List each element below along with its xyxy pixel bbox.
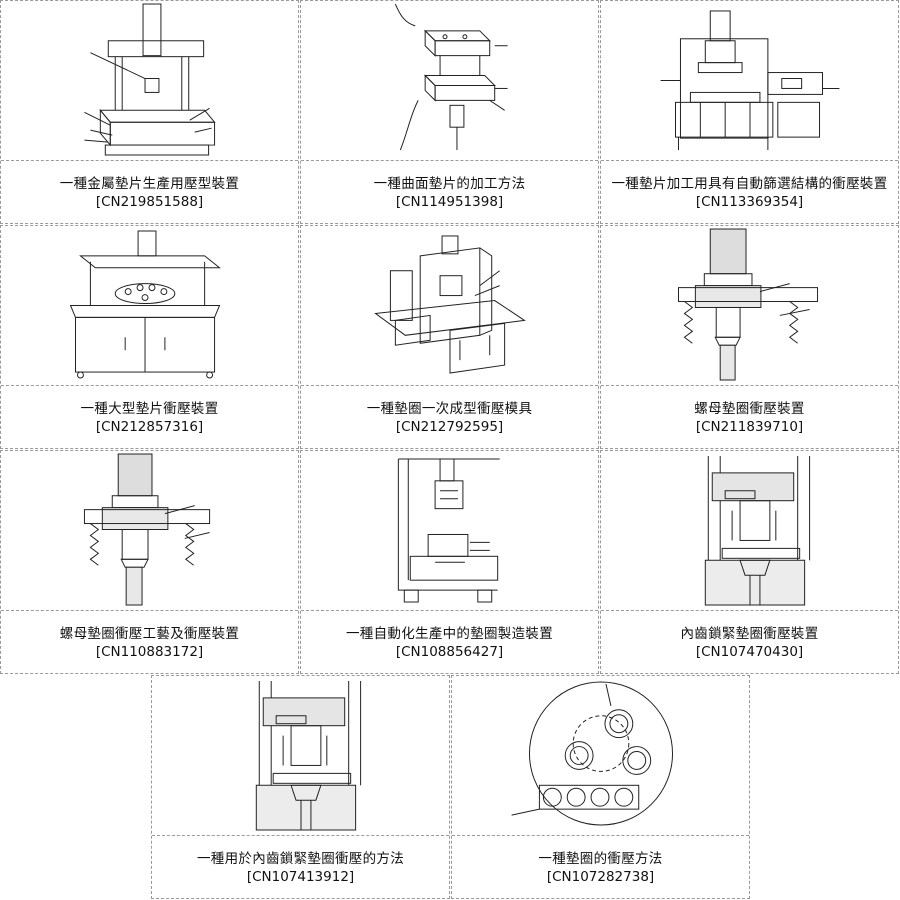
patent-title: 內齒鎖緊墊圈衝壓裝置: [680, 626, 819, 642]
patent-title: 一種墊圈的衝壓方法: [538, 851, 663, 867]
patent-title: 一種自動化生產中的墊圈製造裝置: [346, 626, 553, 642]
patent-card[interactable]: 一種墊片加工用具有自動篩選結構的衝壓裝置 [CN113369354]: [600, 0, 899, 224]
patent-card[interactable]: 一種墊圈的衝壓方法 [CN107282738]: [451, 675, 750, 899]
patent-number[interactable]: [CN107470430]: [695, 644, 804, 660]
patent-number[interactable]: [CN110883172]: [95, 644, 204, 660]
patent-card[interactable]: 螺母墊圈衝壓工藝及衝壓裝置 [CN110883172]: [0, 450, 299, 674]
automated-washer-figure: [301, 451, 598, 611]
patent-number[interactable]: [CN114951398]: [395, 194, 504, 210]
patent-card[interactable]: 一種曲面墊片的加工方法 [CN114951398]: [300, 0, 599, 224]
patent-title: 螺母墊圈衝壓裝置: [694, 401, 805, 417]
patent-number[interactable]: [CN219851588]: [95, 194, 204, 210]
large-press-figure: [1, 226, 298, 386]
patent-row-4: 一種用於內齒鎖緊墊圈衝壓的方法 [CN107413912]: [151, 675, 751, 900]
patent-row-3: 螺母墊圈衝壓工藝及衝壓裝置 [CN110883172]: [0, 450, 900, 675]
patent-card[interactable]: 一種自動化生產中的墊圈製造裝置 [CN108856427]: [300, 450, 599, 674]
punch-press-figure: [1, 1, 298, 161]
patent-number[interactable]: [CN212857316]: [95, 419, 204, 435]
patent-card[interactable]: 一種墊圈一次成型衝壓模具 [CN212792595]: [300, 225, 599, 449]
patent-card[interactable]: 一種用於內齒鎖緊墊圈衝壓的方法 [CN107413912]: [151, 675, 450, 899]
patent-title: 一種曲面墊片的加工方法: [373, 176, 526, 192]
patent-title: 螺母墊圈衝壓工藝及衝壓裝置: [59, 626, 240, 642]
nut-washer-press-figure: [601, 226, 898, 386]
patent-title: 一種墊片加工用具有自動篩選結構的衝壓裝置: [611, 176, 888, 192]
one-step-die-figure: [301, 226, 598, 386]
patent-title: 一種用於內齒鎖緊墊圈衝壓的方法: [197, 851, 404, 867]
patent-card[interactable]: 一種金屬墊片生產用壓型裝置 [CN219851588]: [0, 0, 299, 224]
patent-title: 一種金屬墊片生產用壓型裝置: [59, 176, 240, 192]
patent-number[interactable]: [CN212792595]: [395, 419, 504, 435]
patent-row-2: 一種大型墊片衝壓裝置 [CN212857316]: [0, 225, 900, 450]
patent-card[interactable]: 螺母墊圈衝壓裝置 [CN211839710]: [600, 225, 899, 449]
screening-press-figure: [601, 1, 898, 161]
rotary-table-figure: [452, 676, 749, 836]
patent-title: 一種大型墊片衝壓裝置: [80, 401, 219, 417]
patent-number[interactable]: [CN107413912]: [246, 869, 355, 885]
patent-title: 一種墊圈一次成型衝壓模具: [366, 401, 533, 417]
patent-number[interactable]: [CN108856427]: [395, 644, 504, 660]
patent-number[interactable]: [CN107282738]: [546, 869, 655, 885]
patent-card[interactable]: 一種大型墊片衝壓裝置 [CN212857316]: [0, 225, 299, 449]
patent-number[interactable]: [CN211839710]: [695, 419, 804, 435]
inner-tooth-method-figure: [152, 676, 449, 836]
inner-tooth-press-figure: [601, 451, 898, 611]
nut-washer-process-figure: [1, 451, 298, 611]
patent-card[interactable]: 內齒鎖緊墊圈衝壓裝置 [CN107470430]: [600, 450, 899, 674]
curved-die-figure: [301, 1, 598, 161]
patent-row-1: 一種金屬墊片生產用壓型裝置 [CN219851588]: [0, 0, 900, 225]
patent-number[interactable]: [CN113369354]: [695, 194, 804, 210]
